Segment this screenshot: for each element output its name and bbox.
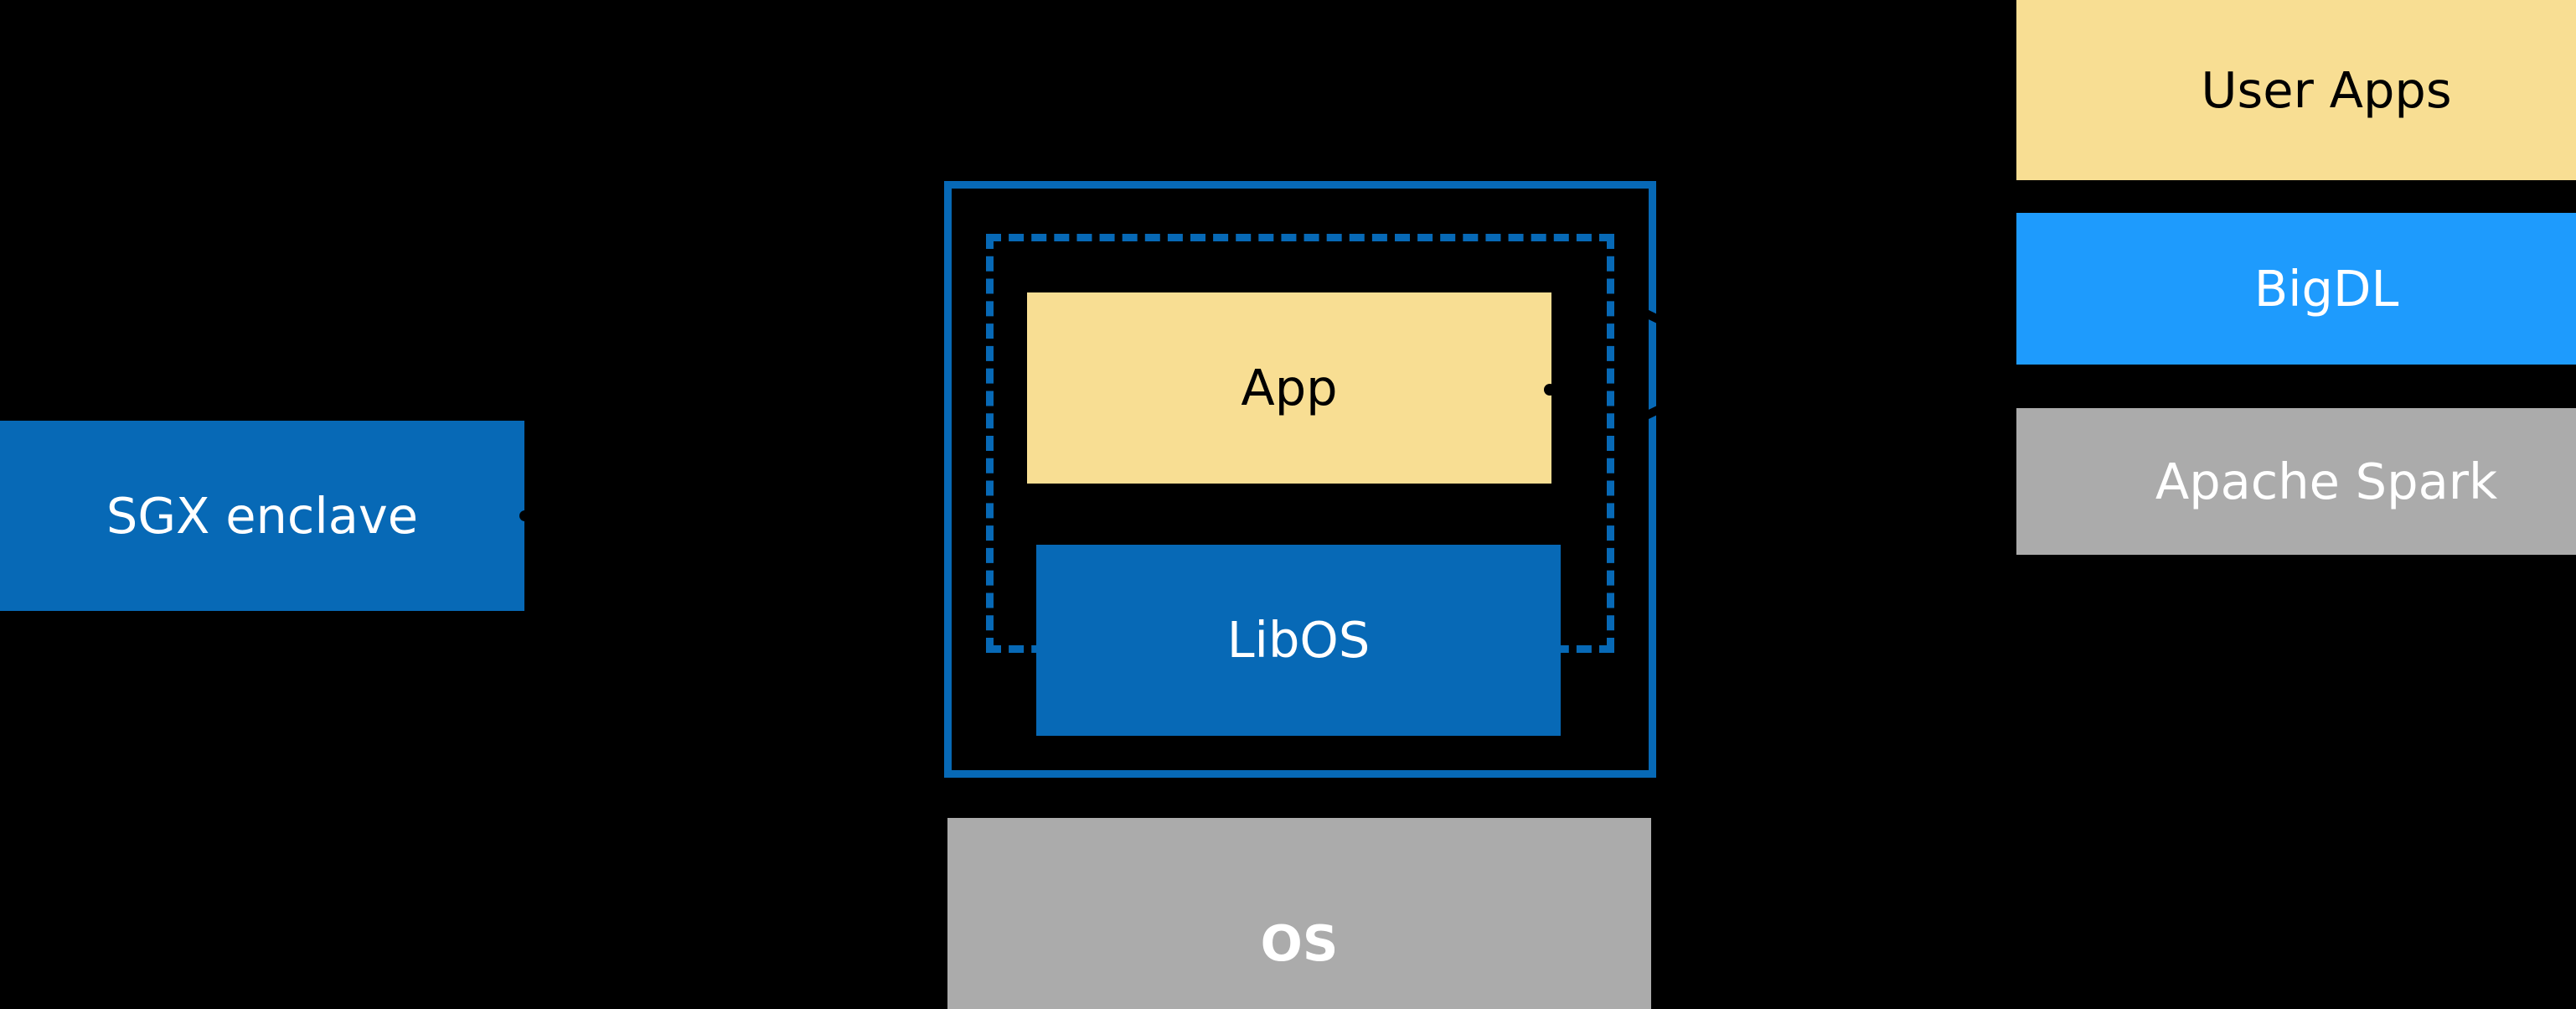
bigdl-label: BigDL: [2253, 259, 2399, 318]
os-label: OS: [1260, 914, 1339, 973]
libos-label: LibOS: [1226, 611, 1371, 670]
user-apps-box[interactable]: User Apps: [2016, 0, 2576, 180]
sgx-enclave-label: SGX enclave: [106, 486, 419, 545]
sgx-enclave-box[interactable]: SGX enclave: [0, 421, 524, 611]
bigdl-box[interactable]: BigDL: [2016, 213, 2576, 365]
apache-spark-box[interactable]: Apache Spark: [2016, 408, 2576, 555]
user-apps-label: User Apps: [2201, 60, 2452, 119]
os-box[interactable]: OS: [947, 818, 1651, 1009]
app-label: App: [1241, 359, 1338, 417]
sgx-enclave-connector-arrowhead: [519, 510, 530, 521]
enclave-outer-boundary: [944, 181, 1656, 778]
app-connector-arrowhead: [1544, 384, 1556, 396]
libos-box[interactable]: LibOS: [1036, 545, 1561, 736]
app-box[interactable]: App: [1027, 292, 1551, 484]
apache-spark-label: Apache Spark: [2155, 452, 2498, 510]
